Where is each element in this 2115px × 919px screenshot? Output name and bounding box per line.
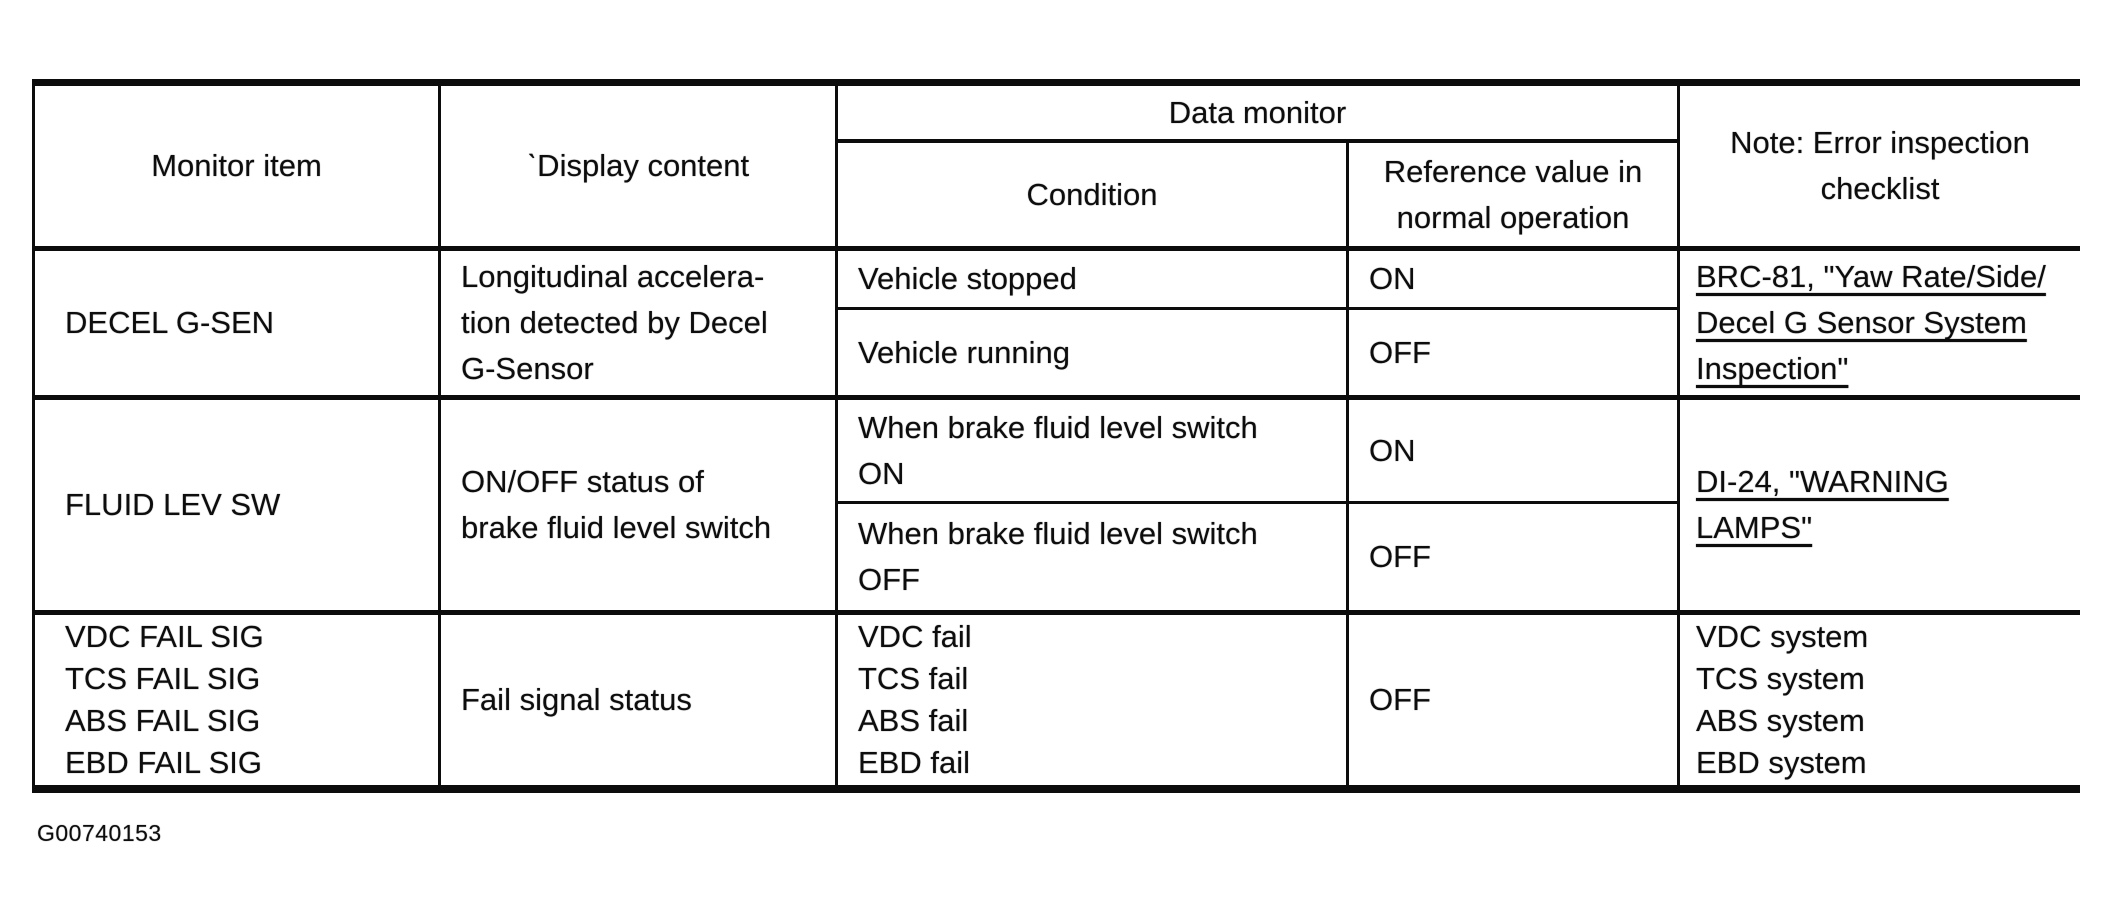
data-monitor-table: Monitor item ˋDisplay content Data monit… <box>32 79 2080 793</box>
display-content-value: ON/OFF status of brake fluid level switc… <box>461 464 772 545</box>
header-data-monitor-label: Data monitor <box>1168 94 1347 130</box>
table-row-3-reference-1: OFF <box>1349 615 1680 785</box>
header-condition: Condition <box>838 143 1349 251</box>
header-monitor-item-label: Monitor item <box>151 148 322 183</box>
monitor-item-value: VDC FAIL SIG TCS FAIL SIG ABS FAIL SIG E… <box>65 619 264 780</box>
reference-value: ON <box>1369 261 1416 296</box>
display-content-value: Longitudinal accelera- tion detected by … <box>461 259 768 386</box>
header-reference-value: Reference value in normal operation <box>1349 143 1680 251</box>
condition-value: Vehicle running <box>858 334 1070 370</box>
display-content-value: Fail signal status <box>461 682 692 717</box>
table-row-2-note: DI-24, "WARNING LAMPS" <box>1680 400 2080 615</box>
table-row-1-display-content: Longitudinal accelera- tion detected by … <box>441 251 838 400</box>
table-row-1-condition-1: Vehicle stopped <box>838 251 1349 310</box>
reference-value: ON <box>1369 432 1416 468</box>
monitor-item-value: DECEL G-SEN <box>65 305 275 340</box>
figure-id-footnote: G00740153 <box>37 820 162 846</box>
note-link-di-24[interactable]: DI-24, "WARNING LAMPS" <box>1696 464 1949 545</box>
header-monitor-item: Monitor item <box>35 86 441 251</box>
table-row-3-condition-1: VDC fail TCS fail ABS fail EBD fail <box>838 615 1349 785</box>
header-condition-label: Condition <box>1026 176 1158 212</box>
table-row-2-condition-2: When brake fluid level switch OFF <box>838 504 1349 615</box>
table-row-3-note: VDC system TCS system ABS system EBD sys… <box>1680 615 2080 785</box>
table-row-2-monitor-item: FLUID LEV SW <box>35 400 441 615</box>
table-row-3-display-content: Fail signal status <box>441 615 838 785</box>
header-display-content: ˋDisplay content <box>441 86 838 251</box>
condition-value: VDC fail TCS fail ABS fail EBD fail <box>858 619 972 780</box>
header-data-monitor: Data monitor <box>838 86 1680 143</box>
header-display-content-label: ˋDisplay content <box>526 148 750 183</box>
table-row-1-reference-1: ON <box>1349 251 1680 310</box>
table-row-1-reference-2: OFF <box>1349 310 1680 400</box>
header-note-label: Note: Error inspection checklist <box>1730 125 2030 206</box>
reference-value: OFF <box>1369 539 1431 574</box>
condition-value: Vehicle stopped <box>858 261 1077 296</box>
reference-value: OFF <box>1369 682 1431 717</box>
table-row-1-note: BRC-81, "Yaw Rate/Side/ Decel G Sensor S… <box>1680 251 2080 400</box>
table-row-2-reference-1: ON <box>1349 400 1680 504</box>
table-row-2-condition-1: When brake fluid level switch ON <box>838 400 1349 504</box>
header-reference-value-label: Reference value in normal operation <box>1383 153 1643 235</box>
table-row-1-condition-2: Vehicle running <box>838 310 1349 400</box>
table-row-1-monitor-item: DECEL G-SEN <box>35 251 441 400</box>
reference-value: OFF <box>1369 334 1431 370</box>
note-link-brc-81[interactable]: BRC-81, "Yaw Rate/Side/ Decel G Sensor S… <box>1696 259 2046 386</box>
condition-value: When brake fluid level switch ON <box>858 409 1258 491</box>
monitor-item-value: FLUID LEV SW <box>65 487 281 522</box>
note-systems-list: VDC system TCS system ABS system EBD sys… <box>1696 619 1869 780</box>
table-row-2-reference-2: OFF <box>1349 504 1680 615</box>
table-row-3-monitor-item: VDC FAIL SIG TCS FAIL SIG ABS FAIL SIG E… <box>35 615 441 785</box>
condition-value: When brake fluid level switch OFF <box>858 516 1258 597</box>
table-row-2-display-content: ON/OFF status of brake fluid level switc… <box>441 400 838 615</box>
header-note-error-inspection-checklist: Note: Error inspection checklist <box>1680 86 2080 251</box>
